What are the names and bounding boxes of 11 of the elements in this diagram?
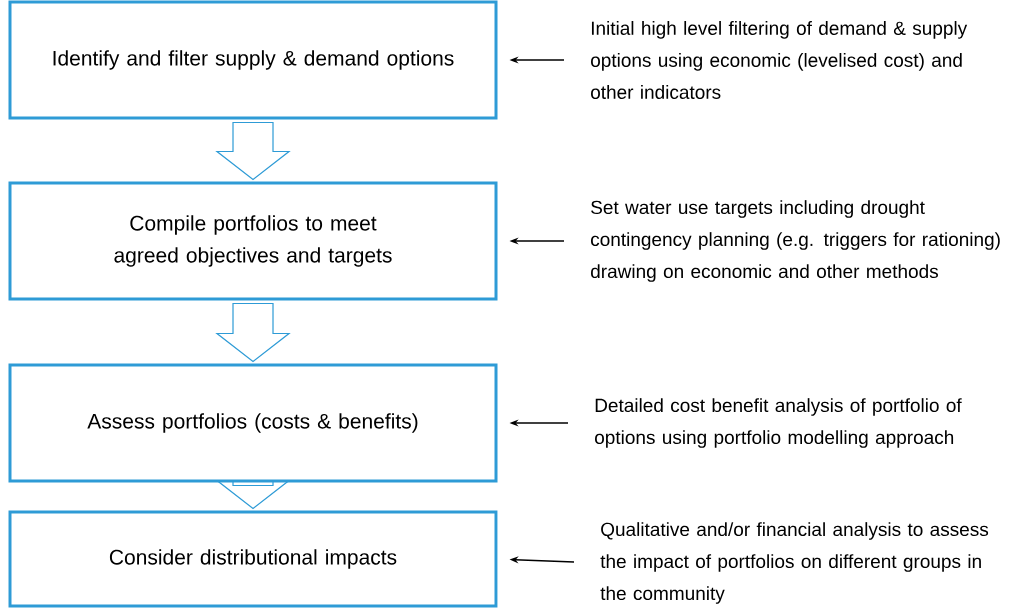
process-box: Consider distributional impacts <box>8 510 498 608</box>
annotation-text: Qualitative and/or financial analysis to assess the impact of portfolios on different groups in the community <box>600 522 989 604</box>
annotation-text: Set water use targets including drought contingency planning (e.g. triggers for rationing) drawing on economic and other methods <box>591 200 1000 282</box>
annotation-text: Initial high level filtering of demand & supply options using economic (levelised cost) and other indicators <box>591 21 968 99</box>
block-arrow <box>215 479 291 510</box>
annotation-text: Detailed cost benefit analysis of portfolio of options using portfolio modelling approach <box>595 398 962 448</box>
process-box: Assess portfolios (costs & benefits) <box>8 363 498 483</box>
block-arrow <box>215 302 291 363</box>
block-arrow <box>215 121 291 181</box>
process-box: Identify and filter supply & demand options <box>8 0 498 120</box>
process-box: Compile portfolios to meet agreed objectives and targets <box>8 181 498 301</box>
